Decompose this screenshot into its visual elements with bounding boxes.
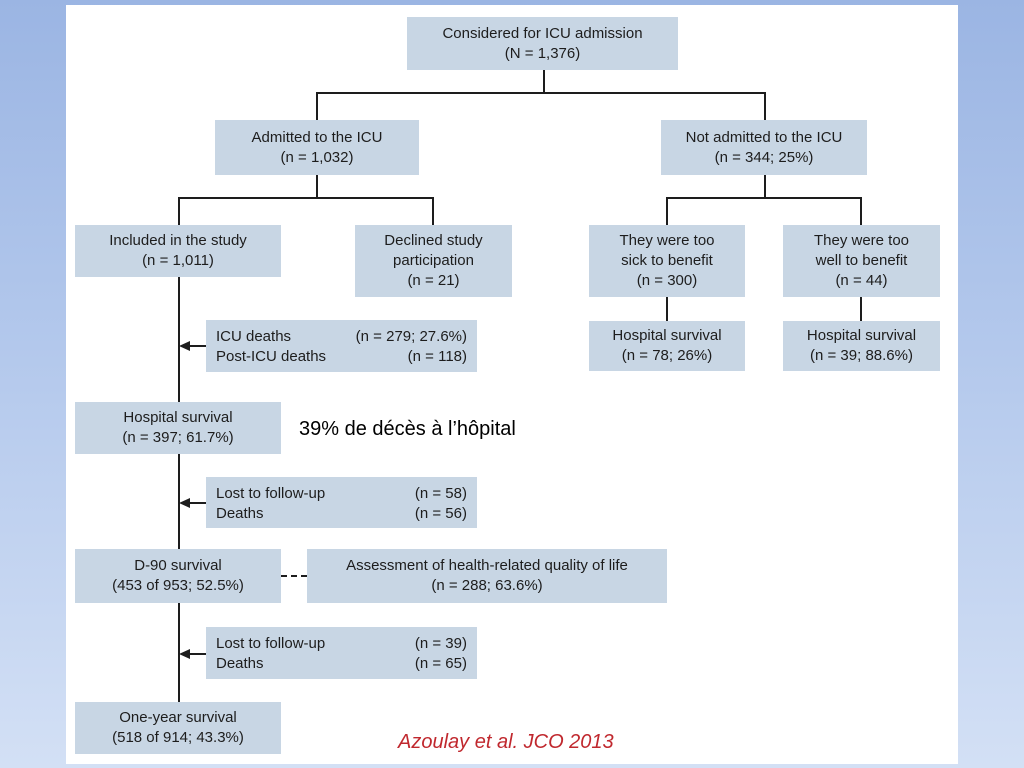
box-considered-count: (N = 1,376) bbox=[504, 44, 581, 62]
box-admitted-count: (n = 1,032) bbox=[280, 148, 354, 166]
connector bbox=[543, 70, 545, 94]
connector bbox=[666, 297, 668, 321]
arrow-left-icon bbox=[179, 341, 190, 351]
connector bbox=[666, 197, 862, 199]
post-icu-deaths-value: (n = 118) bbox=[407, 348, 467, 365]
box-too-sick-survival: Hospital survival (n = 78; 26%) bbox=[589, 321, 745, 371]
box-too-well-survival-title: Hospital survival bbox=[806, 327, 917, 344]
connector bbox=[764, 92, 766, 120]
lost-followup-1-value: (n = 58) bbox=[414, 485, 467, 502]
slide-panel bbox=[66, 5, 958, 764]
box-lost-followup-2: Lost to follow-up (n = 39) Deaths (n = 6… bbox=[206, 627, 477, 679]
box-included: Included in the study (n = 1,011) bbox=[75, 225, 281, 277]
box-d90-survival: D-90 survival (453 of 953; 52.5%) bbox=[75, 549, 281, 603]
box-one-year-survival-title: One-year survival bbox=[119, 709, 237, 726]
hospital-death-note: 39% de décès à l’hôpital bbox=[299, 418, 516, 440]
box-declined-line1: Declined study bbox=[384, 232, 483, 249]
lost-followup-2-value: (n = 39) bbox=[414, 635, 467, 652]
lost-followup-2-row: Lost to follow-up (n = 39) bbox=[216, 634, 467, 654]
deaths-2-row: Deaths (n = 65) bbox=[216, 654, 467, 674]
box-d90-survival-title: D-90 survival bbox=[134, 557, 222, 574]
box-hospital-survival-title: Hospital survival bbox=[123, 409, 233, 426]
box-too-well-count: (n = 44) bbox=[835, 272, 888, 289]
box-too-sick: They were too sick to benefit (n = 300) bbox=[589, 225, 745, 297]
icu-deaths-label: ICU deaths bbox=[216, 328, 292, 345]
icu-deaths-value: (n = 279; 27.6%) bbox=[355, 328, 467, 345]
box-included-title: Included in the study bbox=[109, 232, 247, 249]
arrow-shaft bbox=[188, 502, 206, 504]
deaths-1-label: Deaths bbox=[216, 505, 264, 522]
box-too-well-survival-count: (n = 39; 88.6%) bbox=[810, 347, 913, 364]
box-not-admitted-count: (n = 344; 25%) bbox=[714, 148, 814, 166]
connector bbox=[316, 92, 766, 94]
box-too-well: They were too well to benefit (n = 44) bbox=[783, 225, 940, 297]
box-admitted-title: Admitted to the ICU bbox=[251, 128, 383, 146]
citation: Azoulay et al. JCO 2013 bbox=[398, 731, 614, 753]
post-icu-deaths-row: Post-ICU deaths (n = 118) bbox=[216, 347, 467, 367]
box-too-sick-survival-count: (n = 78; 26%) bbox=[621, 347, 713, 364]
box-one-year-survival-count: (518 of 914; 43.3%) bbox=[112, 729, 244, 746]
arrow-shaft bbox=[188, 345, 206, 347]
box-too-well-line1: They were too bbox=[813, 232, 910, 249]
dashed-connector bbox=[281, 575, 307, 577]
connector bbox=[316, 92, 318, 120]
post-icu-deaths-label: Post-ICU deaths bbox=[216, 348, 327, 365]
connector bbox=[178, 197, 180, 225]
deaths-1-value: (n = 56) bbox=[414, 505, 467, 522]
deaths-2-label: Deaths bbox=[216, 655, 264, 672]
box-one-year-survival: One-year survival (518 of 914; 43.3%) bbox=[75, 702, 281, 754]
box-considered-title: Considered for ICU admission bbox=[442, 24, 643, 42]
connector bbox=[764, 175, 766, 199]
connector bbox=[178, 197, 434, 199]
box-too-well-survival: Hospital survival (n = 39; 88.6%) bbox=[783, 321, 940, 371]
box-hospital-survival: Hospital survival (n = 397; 61.7%) bbox=[75, 402, 281, 454]
connector bbox=[860, 197, 862, 225]
box-admitted: Admitted to the ICU (n = 1,032) bbox=[215, 120, 419, 175]
box-too-sick-survival-title: Hospital survival bbox=[612, 327, 722, 344]
box-declined-line2: participation bbox=[393, 252, 474, 269]
box-too-sick-line1: They were too bbox=[619, 232, 715, 249]
box-too-sick-count: (n = 300) bbox=[636, 272, 698, 289]
arrow-left-icon bbox=[179, 498, 190, 508]
connector bbox=[316, 175, 318, 199]
connector bbox=[666, 197, 668, 225]
box-quality-of-life: Assessment of health-related quality of … bbox=[307, 549, 667, 603]
deaths-1-row: Deaths (n = 56) bbox=[216, 504, 467, 524]
arrow-left-icon bbox=[179, 649, 190, 659]
deaths-2-value: (n = 65) bbox=[414, 655, 467, 672]
box-too-well-line2: well to benefit bbox=[815, 252, 908, 269]
main-trunk bbox=[178, 277, 180, 702]
box-included-count: (n = 1,011) bbox=[142, 252, 214, 269]
box-not-admitted-title: Not admitted to the ICU bbox=[685, 128, 843, 146]
box-quality-of-life-count: (n = 288; 63.6%) bbox=[431, 577, 543, 594]
box-lost-followup-1: Lost to follow-up (n = 58) Deaths (n = 5… bbox=[206, 477, 477, 528]
box-declined-count: (n = 21) bbox=[407, 272, 460, 289]
connector bbox=[860, 297, 862, 321]
box-considered: Considered for ICU admission (N = 1,376) bbox=[407, 17, 678, 70]
box-declined: Declined study participation (n = 21) bbox=[355, 225, 512, 297]
box-not-admitted: Not admitted to the ICU (n = 344; 25%) bbox=[661, 120, 867, 175]
box-d90-survival-count: (453 of 953; 52.5%) bbox=[112, 577, 244, 594]
connector bbox=[432, 197, 434, 225]
lost-followup-2-label: Lost to follow-up bbox=[216, 635, 326, 652]
box-hospital-survival-count: (n = 397; 61.7%) bbox=[122, 429, 234, 446]
icu-deaths-row: ICU deaths (n = 279; 27.6%) bbox=[216, 327, 467, 347]
box-icu-deaths: ICU deaths (n = 279; 27.6%) Post-ICU dea… bbox=[206, 320, 477, 372]
lost-followup-1-label: Lost to follow-up bbox=[216, 485, 326, 502]
arrow-shaft bbox=[188, 653, 206, 655]
box-too-sick-line2: sick to benefit bbox=[621, 252, 713, 269]
box-quality-of-life-title: Assessment of health-related quality of … bbox=[346, 557, 628, 574]
lost-followup-1-row: Lost to follow-up (n = 58) bbox=[216, 484, 467, 504]
